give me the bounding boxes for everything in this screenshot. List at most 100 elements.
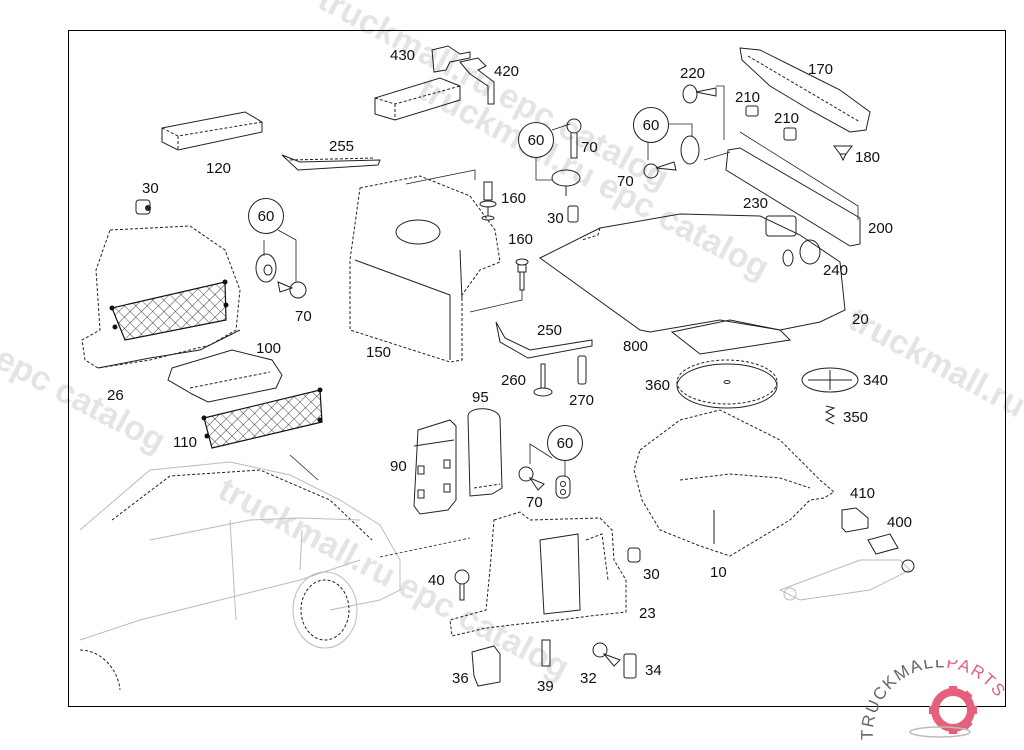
part-340-wheel-plate <box>801 367 859 393</box>
part-30-clip <box>567 205 579 223</box>
callout-circle[interactable]: 60 <box>518 122 554 158</box>
part-410-bracket <box>841 507 869 533</box>
part-label[interactable]: 20 <box>852 311 869 328</box>
truckmall-parts-logo: TRUCKMALLPARTS <box>858 660 1008 740</box>
part-label[interactable]: 40 <box>428 572 445 589</box>
part-180-clip <box>833 145 853 162</box>
part-box <box>374 77 461 121</box>
part-label[interactable]: 30 <box>643 566 660 583</box>
part-label[interactable]: 410 <box>850 485 876 502</box>
part-label[interactable]: 255 <box>329 138 355 155</box>
vehicle-outline <box>79 461 471 691</box>
part-label[interactable]: 150 <box>366 344 392 361</box>
part-label[interactable]: 70 <box>295 308 312 325</box>
part-label[interactable]: 430 <box>390 47 416 64</box>
part-label[interactable]: 32 <box>580 670 597 687</box>
part-label[interactable]: 360 <box>645 377 671 394</box>
part-label[interactable]: 30 <box>547 210 564 227</box>
part-36-bracket <box>471 645 501 687</box>
callout-circle[interactable]: 60 <box>248 198 284 234</box>
part-label[interactable]: 220 <box>680 65 706 82</box>
part-label[interactable]: 270 <box>569 392 595 409</box>
part-120-tray <box>161 111 263 151</box>
part-210-clip <box>783 127 797 141</box>
part-360-cover-disc <box>676 359 778 409</box>
part-26-side-panel <box>81 225 241 369</box>
part-label[interactable]: 350 <box>843 409 869 426</box>
part-label[interactable]: 420 <box>494 63 520 80</box>
part-23-side-panel <box>449 511 627 637</box>
part-250-strip <box>495 321 593 359</box>
part-210-clip <box>745 105 759 117</box>
part-10-spare-wheel-well <box>633 409 835 557</box>
part-160-pin <box>469 258 529 313</box>
part-label[interactable]: 800 <box>623 338 649 355</box>
part-label[interactable]: 90 <box>390 458 407 475</box>
part-39-pin <box>541 639 551 667</box>
part-240-grommet <box>782 239 821 267</box>
part-label[interactable]: 400 <box>887 514 913 531</box>
part-95-cover <box>467 408 503 497</box>
part-label[interactable]: 170 <box>808 61 834 78</box>
part-label[interactable]: 23 <box>639 605 656 622</box>
part-label[interactable]: 34 <box>645 662 662 679</box>
part-label[interactable]: 250 <box>537 322 563 339</box>
part-400-jack <box>778 533 915 601</box>
part-label[interactable]: 110 <box>173 434 197 451</box>
part-100-mat <box>167 349 283 403</box>
part-430-bracket <box>431 45 471 73</box>
part-label[interactable]: 260 <box>501 372 527 389</box>
part-label[interactable]: 210 <box>774 110 800 127</box>
part-70-screw <box>518 443 553 491</box>
part-270-stud <box>577 355 587 385</box>
part-label[interactable]: 200 <box>868 220 894 237</box>
part-220-screw <box>682 84 725 140</box>
part-150-rear-panel <box>349 169 501 363</box>
part-label[interactable]: 100 <box>256 340 282 357</box>
part-200-threshold <box>725 131 861 247</box>
callout-circle[interactable]: 60 <box>547 425 583 461</box>
part-label[interactable]: 70 <box>526 494 543 511</box>
part-170-sill-trim <box>739 47 871 133</box>
part-label[interactable]: 120 <box>206 160 232 177</box>
part-label[interactable]: 240 <box>823 262 849 279</box>
part-label[interactable]: 26 <box>107 387 124 404</box>
part-70-screw <box>277 281 307 299</box>
part-label[interactable]: 10 <box>710 564 727 581</box>
part-260-bolt <box>533 363 553 397</box>
part-30-clip <box>627 547 641 563</box>
part-label[interactable]: 70 <box>617 173 634 190</box>
part-420-bracket <box>459 57 495 105</box>
part-90-cover <box>413 419 457 515</box>
part-label[interactable]: 39 <box>537 678 554 695</box>
part-label[interactable]: 95 <box>472 389 489 406</box>
gear-icon <box>909 686 977 738</box>
callout-circle[interactable]: 60 <box>633 107 669 143</box>
part-350-spring <box>824 405 836 425</box>
part-32-screw <box>592 642 621 667</box>
part-label[interactable]: 70 <box>581 139 598 156</box>
part-label[interactable]: 210 <box>735 89 761 106</box>
part-label[interactable]: 340 <box>863 372 889 389</box>
part-160-pin <box>479 181 497 221</box>
part-label[interactable]: 36 <box>452 670 469 687</box>
part-60-retainer <box>255 229 297 283</box>
part-60-retainer <box>555 458 571 499</box>
part-70-screw <box>643 161 677 179</box>
part-label[interactable]: 160 <box>501 190 527 207</box>
part-label[interactable]: 160 <box>508 231 534 248</box>
part-label[interactable]: 230 <box>743 195 769 212</box>
part-70-screw <box>566 118 582 159</box>
part-230-switch <box>765 215 797 237</box>
logo-text-dark: TRUCKMALL <box>858 660 946 740</box>
part-255-strip <box>281 154 381 171</box>
part-60-retainer <box>647 123 731 165</box>
part-30-clip <box>135 199 151 215</box>
part-label[interactable]: 180 <box>855 149 881 166</box>
part-34-clip <box>623 653 637 679</box>
part-110-net <box>201 387 323 481</box>
diagram-frame <box>68 30 1006 707</box>
part-800-floor <box>539 213 846 355</box>
part-label[interactable]: 30 <box>142 180 159 197</box>
